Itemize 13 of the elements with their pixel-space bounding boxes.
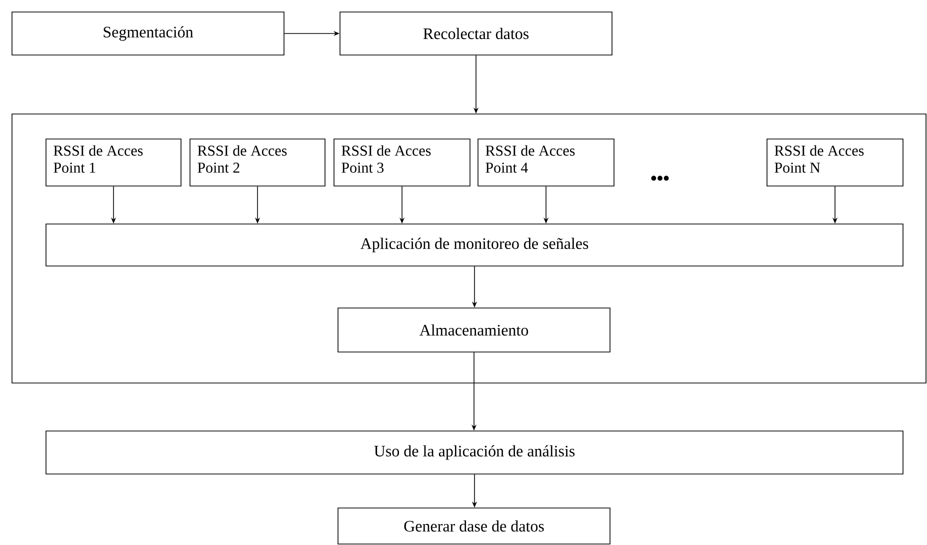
process-box: RSSI de Acces Point N [766, 138, 904, 186]
process-box: Segmentación [12, 12, 284, 56]
process-box: RSSI de Acces Point 2 [190, 138, 326, 186]
process-box: Uso de la aplicación de análisis [46, 430, 904, 474]
process-box: Generar dase de datos [338, 508, 610, 544]
process-box: Almacenamiento [338, 308, 610, 352]
ellipsis: ••• [651, 176, 669, 181]
process-box: RSSI de Acces Point 1 [46, 138, 182, 186]
process-box: Aplicación de monitoreo de señales [46, 224, 904, 266]
process-box: RSSI de Acces Point 4 [478, 138, 614, 186]
process-box: Recolectar datos [340, 12, 612, 56]
process-box: RSSI de Acces Point 3 [334, 138, 470, 186]
process-box [12, 114, 926, 384]
